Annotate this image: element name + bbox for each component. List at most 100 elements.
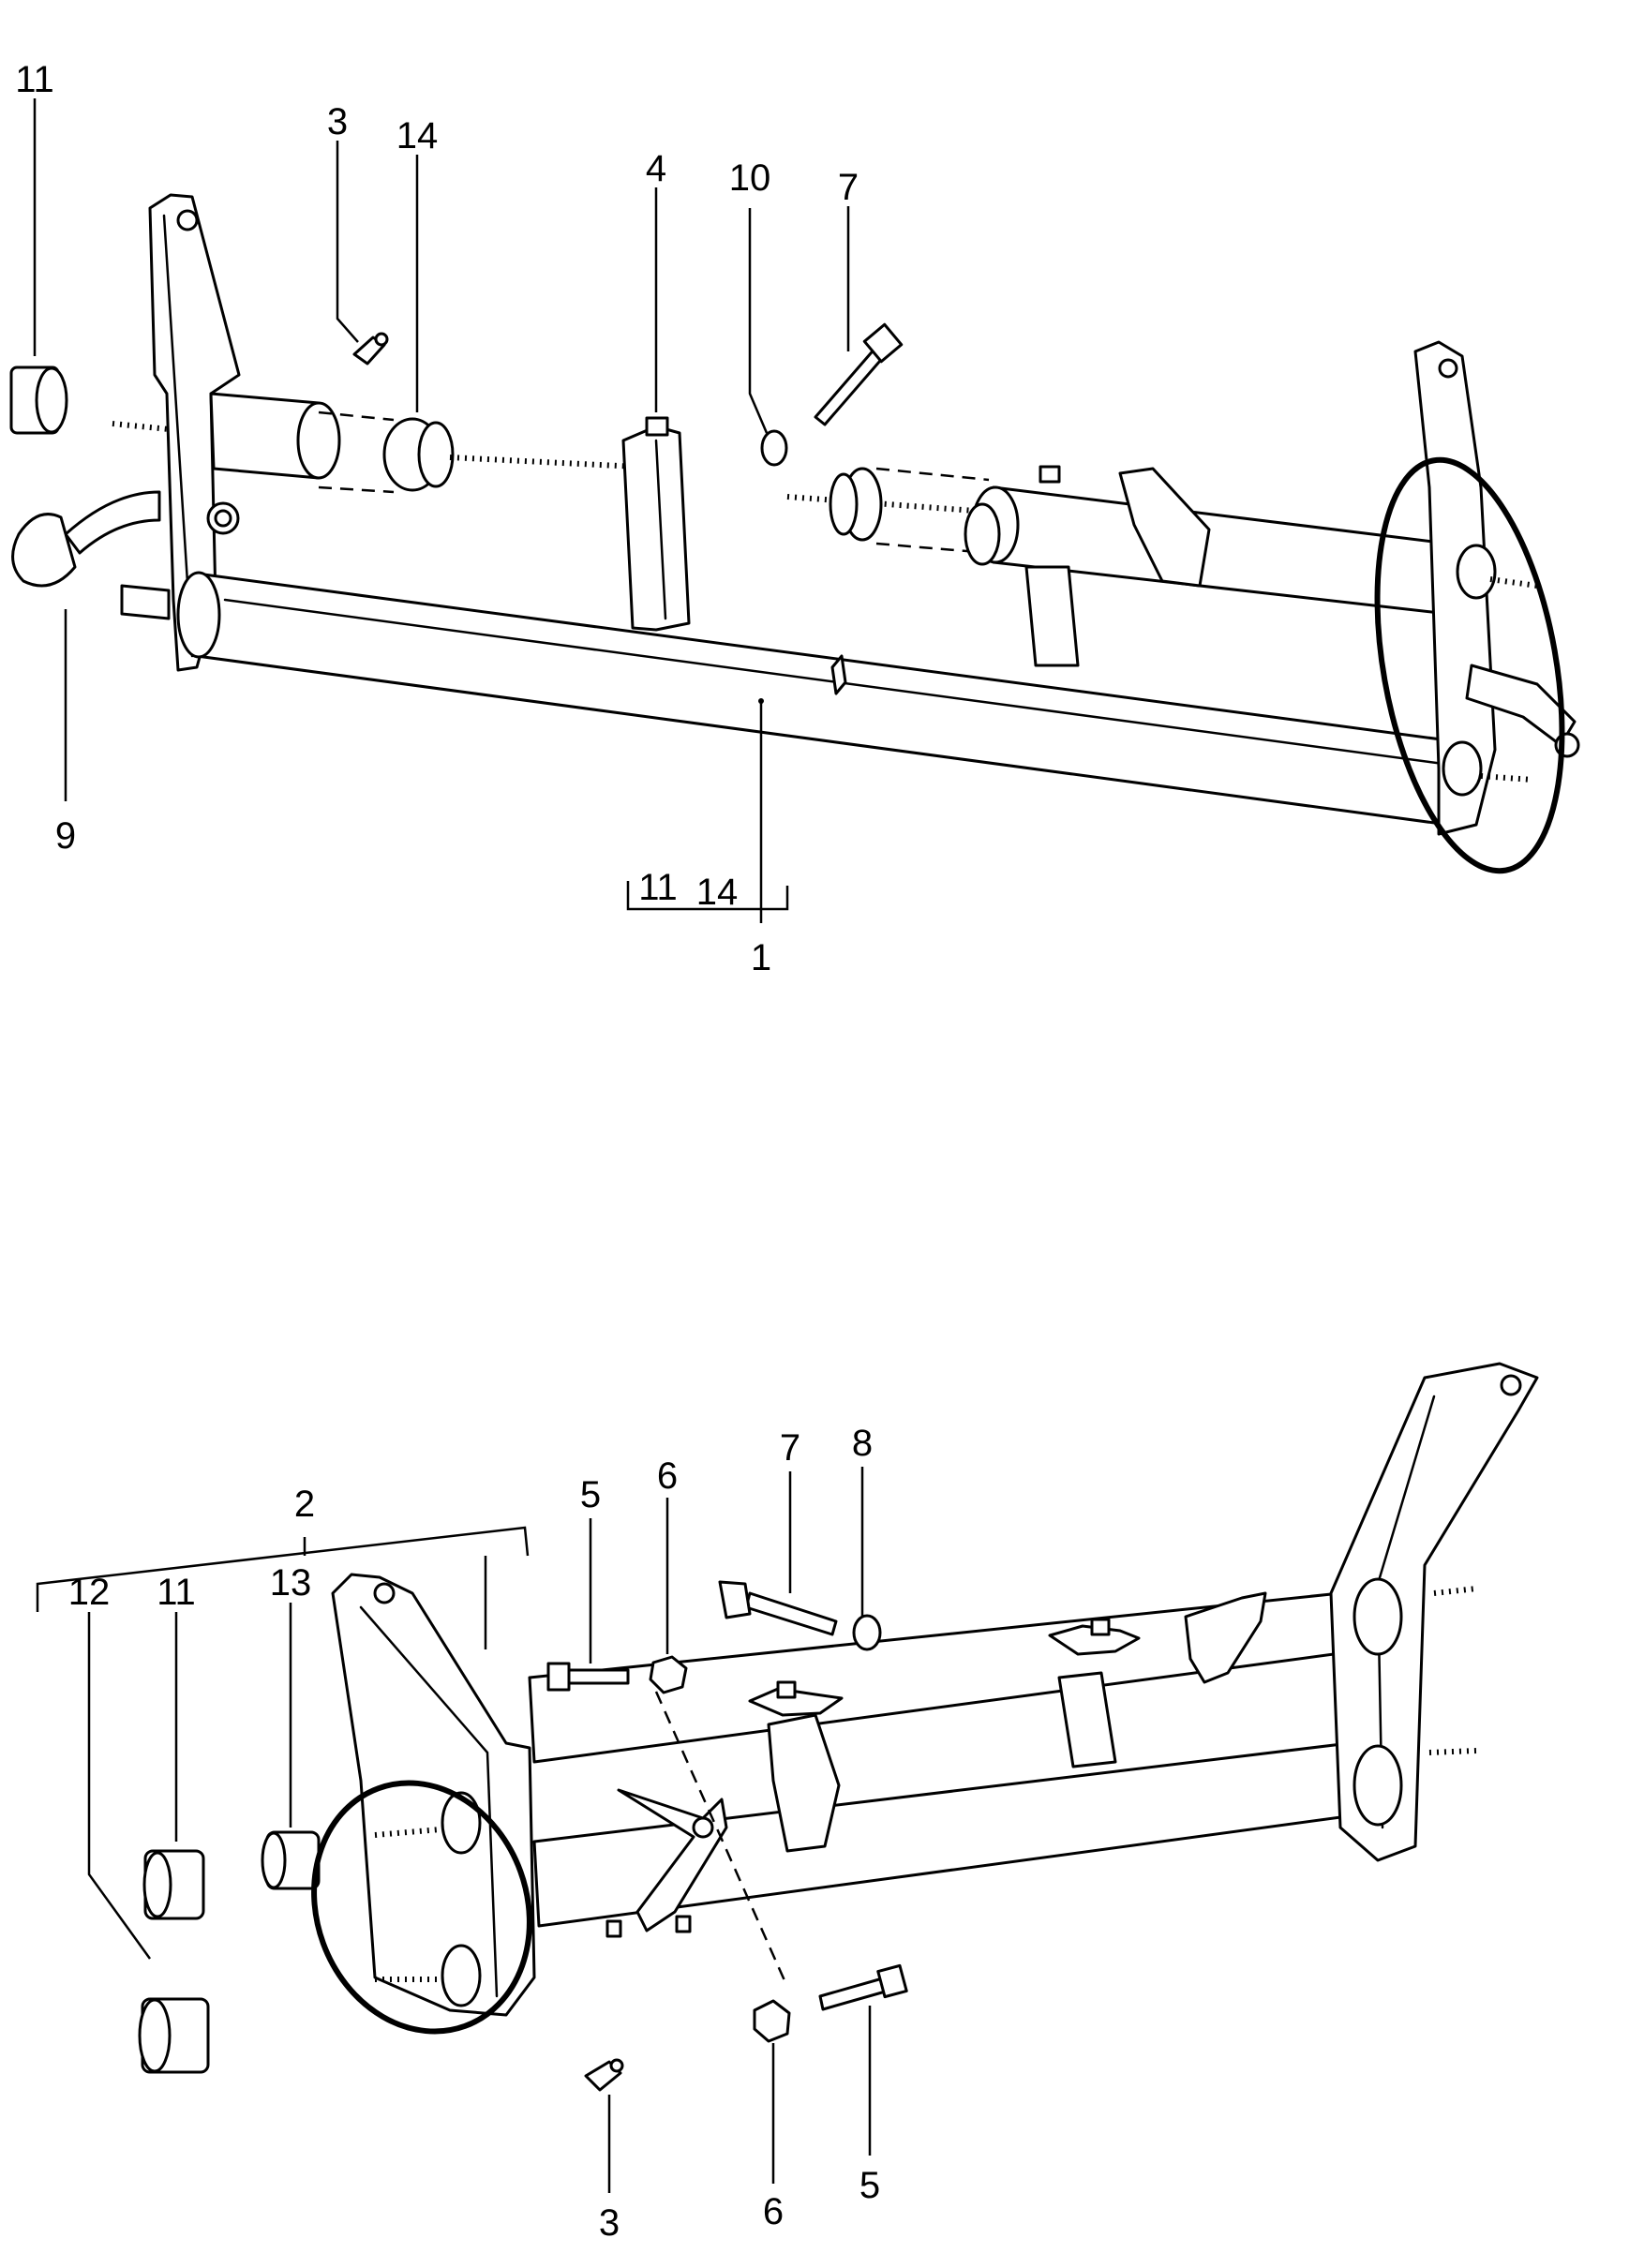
bottom-assembly-guide <box>654 1691 789 1988</box>
top-right-bushing-lower <box>1442 740 1483 797</box>
top-bracket-label-11: 11 <box>638 867 678 908</box>
bottom-bolt-5-top-head <box>546 1662 571 1692</box>
bottom-left-v-bracket-eye <box>692 1816 714 1839</box>
top-label-7: 7 <box>838 167 859 208</box>
top-needle-bearing-11-face <box>35 366 68 434</box>
top-right-inner-bushing-face <box>829 472 859 536</box>
top-bushing-guide-upper <box>318 410 395 422</box>
bottom-right-bushing-upper <box>1353 1577 1403 1656</box>
bottom-left-arm-hole <box>373 1582 396 1604</box>
top-leader-3 <box>336 141 359 343</box>
bottom-left-torsion-arm <box>331 1573 536 2017</box>
top-label-3: 3 <box>327 101 348 142</box>
bottom-center-clamp-left <box>767 1713 841 1853</box>
bottom-label-6-bottom: 6 <box>763 2191 784 2232</box>
top-arm-boss-inner <box>214 509 232 528</box>
top-bracket-1 <box>626 881 789 911</box>
top-bump-stop-9 <box>11 513 77 588</box>
top-bump-stop-arm <box>64 490 161 555</box>
top-label-9: 9 <box>55 815 76 857</box>
bottom-nut-6-bottom <box>753 1999 791 2043</box>
bottom-small-cap-1 <box>605 1919 622 1938</box>
bottom-label-13: 13 <box>270 1562 312 1604</box>
top-center-right-bracket <box>1024 565 1080 667</box>
top-label-4: 4 <box>646 148 666 189</box>
top-left-arm-hole <box>176 209 199 231</box>
top-label-1: 1 <box>751 937 771 978</box>
top-bolt-7-head <box>862 322 904 364</box>
top-bushing-14-face <box>417 421 455 488</box>
top-center-bracket-edge <box>654 439 667 620</box>
top-center-shaft-right <box>786 494 976 514</box>
bottom-bracket-2 <box>36 1526 530 1612</box>
bottom-small-cap-2 <box>675 1915 692 1933</box>
bottom-washer-8 <box>852 1614 882 1651</box>
bottom-left-arm-inner <box>359 1605 499 1998</box>
bottom-sleeve-13-face <box>261 1831 287 1889</box>
top-tube-fitting <box>830 654 847 695</box>
top-label-14: 14 <box>396 115 439 157</box>
top-center-bracket-bolt <box>645 416 669 437</box>
bottom-bolt-7-shank <box>744 1591 838 1636</box>
top-left-shaft-upper <box>112 421 170 432</box>
top-leader-10 <box>748 208 769 434</box>
bottom-label-8: 8 <box>852 1423 873 1464</box>
bottom-axle-assembly: 2 12 11 13 5 6 7 8 3 6 5 <box>36 1362 1539 2244</box>
top-center-shaft-left <box>449 455 638 470</box>
bottom-label-6-top: 6 <box>657 1455 678 1497</box>
bottom-bolt-5-bottom-head <box>876 1963 908 1999</box>
bottom-top-clamp-1-bolt <box>776 1680 797 1699</box>
top-right-clamp-bolt <box>1039 465 1061 484</box>
bottom-bolt-5-bottom-shank <box>818 1976 890 2011</box>
top-bolt-7-shank <box>814 345 888 426</box>
top-right-clamp <box>1118 467 1211 588</box>
top-upper-tube-end <box>296 401 341 480</box>
bottom-left-bushing-lower <box>441 1944 482 2007</box>
top-right-torsion-arm <box>1413 340 1497 836</box>
top-left-spline-stub <box>120 584 171 620</box>
bottom-label-5-top: 5 <box>580 1474 601 1515</box>
bottom-right-arm-hole <box>1500 1374 1522 1396</box>
top-label-10: 10 <box>729 157 771 199</box>
bottom-needle-bearing-11-face <box>142 1851 172 1918</box>
top-axle-assembly: 11 3 14 4 10 7 9 11 14 1 <box>9 59 1580 978</box>
top-bracket-label-14: 14 <box>696 872 739 913</box>
bottom-center-clamp-right <box>1057 1671 1117 1768</box>
bottom-grease-nipple-3-tip <box>609 2058 624 2073</box>
top-lock-washer-10 <box>760 429 788 467</box>
top-leader-1-dot <box>758 698 764 704</box>
top-right-tube-inner-end <box>964 502 1001 566</box>
top-right-bushing-upper <box>1456 544 1497 600</box>
top-main-tube-left-end <box>176 571 221 659</box>
bottom-right-torsion-arm <box>1329 1362 1539 1862</box>
bottom-label-5-bottom: 5 <box>859 2165 880 2206</box>
bottom-label-2: 2 <box>294 1484 315 1525</box>
top-right-arm-hole <box>1438 358 1458 379</box>
bottom-nut-6-top <box>649 1655 688 1694</box>
bottom-label-7: 7 <box>780 1427 800 1469</box>
bottom-bolt-7-head <box>718 1580 752 1619</box>
bottom-right-hook-clamp <box>1184 1591 1267 1684</box>
top-right-shaft-upper <box>1489 576 1538 589</box>
bottom-label-3: 3 <box>599 2202 620 2244</box>
top-main-lower-tube <box>195 572 1450 827</box>
bottom-label-11: 11 <box>157 1572 196 1613</box>
bottom-label-12: 12 <box>68 1572 111 1613</box>
top-highlight-circle <box>1374 456 1565 874</box>
bottom-highlight-circle <box>311 1780 532 2035</box>
top-right-shaft-lower <box>1480 773 1533 783</box>
bottom-top-clamp-2-bolt <box>1090 1618 1111 1636</box>
bottom-top-clamp-2 <box>1048 1624 1141 1656</box>
top-bushing-guide-lower <box>318 485 395 494</box>
bottom-right-bushing-lower <box>1353 1744 1403 1827</box>
bottom-leader-12 <box>87 1612 152 1960</box>
top-label-11: 11 <box>15 59 54 100</box>
bottom-bolt-5-top-shank <box>565 1668 630 1685</box>
bottom-right-shaft-upper <box>1433 1586 1477 1596</box>
bottom-right-shaft-lower <box>1428 1748 1477 1755</box>
top-grease-nipple-3-tip <box>374 332 389 347</box>
top-right-guide-upper <box>875 467 990 482</box>
bottom-left-bushing-upper <box>441 1791 482 1855</box>
bottom-needle-bearing-12-face <box>138 1998 172 2073</box>
